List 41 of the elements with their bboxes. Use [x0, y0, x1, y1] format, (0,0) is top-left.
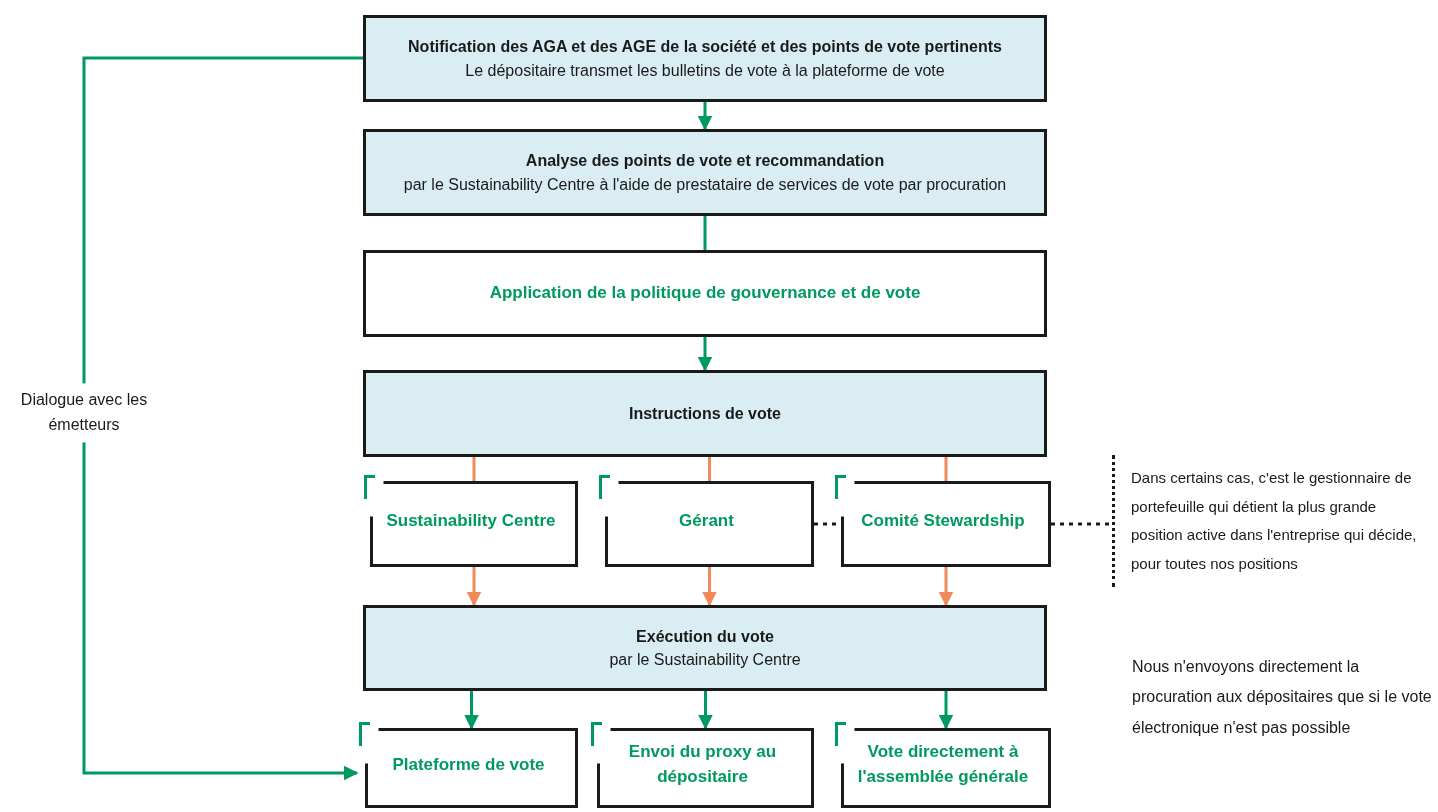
- process-box: [364, 475, 578, 567]
- box-description: par le Sustainability Centre à l'aide de prestataire de services de vote par procuration: [403, 174, 1007, 195]
- box-heading: Analyse des points de vote et recommandation: [525, 151, 885, 172]
- box-label: Plateforme de vote: [392, 753, 545, 776]
- box-label: Envoi du proxy au dépositaire: [627, 741, 778, 788]
- process-box: [363, 250, 1047, 337]
- dotted-connector: [1051, 522, 1112, 526]
- box-description: par le Sustainability Centre: [609, 650, 801, 670]
- note-text: Nous n'envoyons directement la procuration aux dépositaires que si le vote électronique n'est pas possible: [1132, 657, 1432, 738]
- arrow: [697, 102, 713, 131]
- note-text: Dans certains cas, c'est le gestionnaire de portefeuille qui détient la plus grande position active dans l'entreprise qui décide, pour toutes nos positions: [1131, 468, 1418, 574]
- box-label: Comité Stewardship: [861, 509, 1025, 532]
- process-box: [591, 722, 814, 808]
- process-box: [359, 722, 578, 808]
- connector-line: [472, 457, 476, 481]
- process-box: [363, 15, 1047, 102]
- connector-line: [703, 216, 707, 250]
- arrow: [702, 567, 717, 607]
- process-box: [363, 129, 1047, 216]
- process-box: [363, 605, 1047, 691]
- box-label: Gérant: [679, 509, 734, 532]
- connector-line: [944, 457, 948, 481]
- box-heading: Notification des AGA et des AGE de la société et des points de vote pertinents: [408, 37, 1002, 58]
- arrow: [938, 691, 954, 730]
- box-label: Application de la politique de gouvernance et de vote: [489, 282, 921, 305]
- box-heading: Exécution du vote: [636, 626, 774, 647]
- arrow: [82, 56, 363, 781]
- arrow: [938, 567, 954, 607]
- arrow: [464, 691, 479, 730]
- box-label: Sustainability Centre: [386, 509, 556, 532]
- box-label: Instructions de vote: [629, 403, 781, 424]
- arrow: [466, 567, 482, 607]
- process-box: [363, 370, 1047, 457]
- process-box: [835, 475, 1051, 567]
- process-box: [599, 475, 814, 567]
- process-box: [835, 722, 1051, 808]
- connector-line: [708, 457, 711, 481]
- arrow: [697, 337, 713, 372]
- box-label: Vote directement à l'assemblée générale: [856, 741, 1030, 788]
- box-description: Le dépositaire transmet les bulletins de vote à la plateforme de vote: [465, 60, 945, 81]
- arrow: [698, 691, 713, 730]
